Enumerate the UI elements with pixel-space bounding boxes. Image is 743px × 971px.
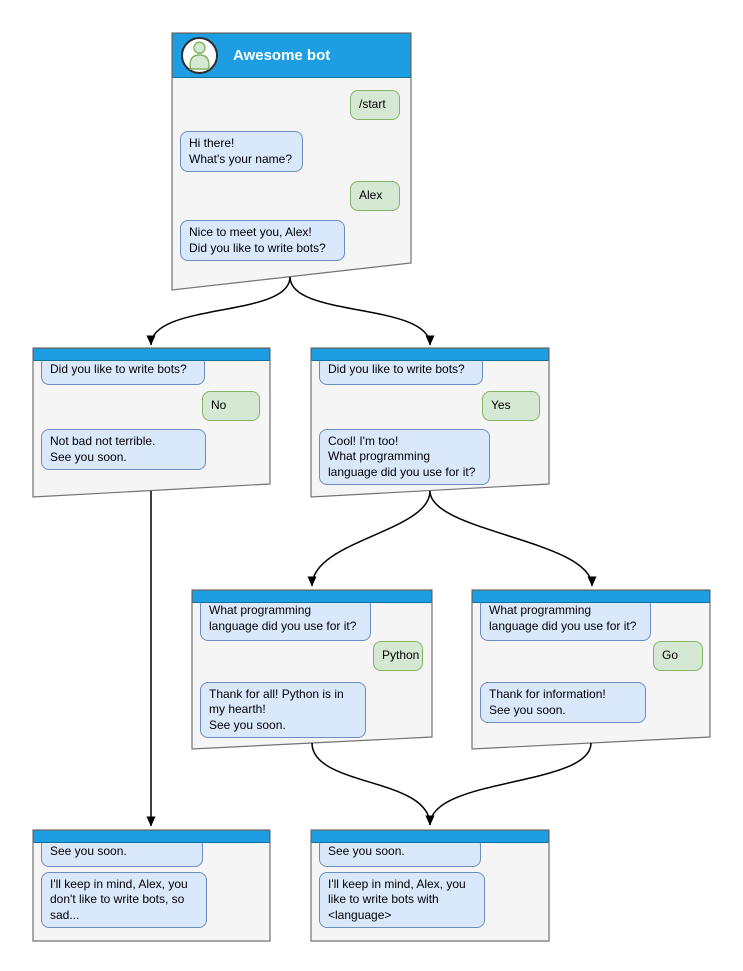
chat-window-end-yes: See you soon. I'll keep in mind, Alex, y… (311, 830, 549, 941)
edge-yes-to-python (307, 490, 431, 587)
chat-window-go: What programming language did you use fo… (472, 590, 710, 749)
user-message-bubble: Alex (350, 181, 400, 211)
bot-message-bubble: Thank for all! Python is in my hearth! S… (200, 682, 366, 738)
bot-message-bubble: I'll keep in mind, Alex, you don't like … (41, 872, 207, 928)
bot-message-bubble: Nice to meet you, Alex! Did you like to … (180, 220, 345, 261)
bot-message-bubble: Hi there! What's your name? (180, 131, 303, 172)
chat-window-titlebar (311, 348, 549, 361)
chat-window-no: Did you like to write bots? No Not bad n… (33, 348, 270, 497)
chat-window-end-no: See you soon. I'll keep in mind, Alex, y… (33, 830, 270, 941)
chat-window-titlebar (33, 348, 270, 361)
bot-message-bubble: Cool! I'm too! What programming language… (319, 429, 490, 485)
chat-window-titlebar (472, 590, 710, 603)
user-message-bubble: No (202, 391, 260, 421)
bot-message-bubble: Not bad not terrible. See you soon. (41, 429, 206, 470)
user-message-bubble: Go (653, 641, 703, 671)
edge-start-to-yes-branch (289, 276, 435, 346)
bot-message-bubble: Thank for information! See you soon. (480, 682, 646, 723)
edge-yes-to-go (429, 490, 597, 587)
bot-message-bubble: I'll keep in mind, Alex, you like to wri… (319, 872, 485, 928)
user-message-bubble: Python (373, 641, 423, 671)
bot-title: Awesome bot (233, 47, 331, 64)
person-icon (189, 41, 210, 70)
edge-start-to-no-branch (146, 276, 291, 346)
edge-python-to-end (311, 742, 435, 826)
bot-message-bubble: What programming language did you use fo… (200, 597, 371, 641)
chat-window-titlebar (192, 590, 432, 603)
user-message-bubble: /start (350, 90, 400, 120)
chat-window-start: Awesome bot /start Hi there! What's your… (172, 33, 411, 290)
chat-window-titlebar: Awesome bot (172, 33, 411, 78)
bot-message-bubble: What programming language did you use fo… (480, 597, 651, 641)
chat-window-titlebar (33, 830, 270, 843)
chat-window-python: What programming language did you use fo… (192, 590, 432, 749)
chat-window-yes: Did you like to write bots? Yes Cool! I'… (311, 348, 549, 497)
bot-avatar (181, 37, 218, 74)
edge-go-to-end (425, 742, 592, 826)
user-message-bubble: Yes (482, 391, 540, 421)
chat-window-titlebar (311, 830, 549, 843)
